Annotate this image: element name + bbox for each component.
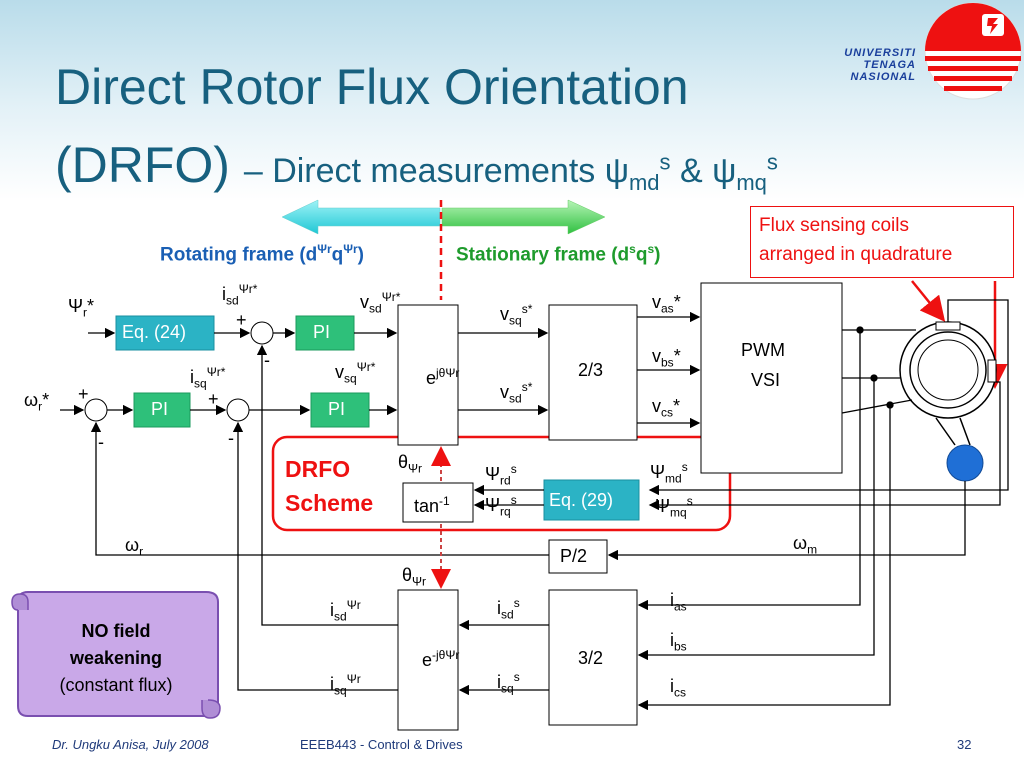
drfo-scheme-box — [271, 435, 732, 532]
ibs-label: ibs — [670, 630, 687, 654]
sum-torque — [226, 398, 250, 422]
psi-md-label: Ψmds — [650, 460, 688, 486]
theta-upper-label: θΨr — [398, 452, 423, 476]
isq-ref-label: isqΨr* — [190, 365, 226, 391]
pi-speed-block — [133, 392, 191, 428]
flux-pointer-arrow-1 — [911, 280, 946, 322]
motor-rotor — [917, 339, 979, 401]
vsd-rot-label: vsdΨr* — [360, 290, 401, 316]
pi-speed-label: PI — [151, 399, 169, 419]
footer-page: 32 — [957, 737, 972, 752]
isq-stat-label: isqs — [497, 670, 520, 696]
psi-rd-label: Ψrds — [485, 462, 517, 488]
rotating-frame-label: Rotating frame (dΨrqΨr) — [160, 242, 364, 266]
stationary-frame-arrow — [441, 199, 606, 235]
omega-r-star-label: ωr* — [24, 390, 50, 414]
enjtheta-label: e-jθΨr — [422, 648, 460, 670]
stationary-frame-label: Stationary frame (dsqs) — [456, 242, 661, 266]
vsq-stat-label: vsqs* — [500, 302, 533, 328]
two-three-block — [548, 304, 638, 441]
subtitle-detail: – Direct measurements ψmds & ψmqs — [243, 149, 778, 195]
no-field-weakening-note: NO field weakening (constant flux) — [59, 621, 173, 695]
footer-course: EEEB443 - Control & Drives — [300, 737, 463, 752]
sum-speed-plus: + — [78, 384, 89, 404]
three-two-block — [548, 589, 638, 726]
omega-r-label: ωr — [125, 535, 144, 559]
three-two-label: 3/2 — [578, 648, 604, 668]
flux-coil-2 — [987, 359, 997, 383]
psi-mq-label: Ψmqs — [655, 494, 693, 520]
flux-coil-1 — [935, 321, 961, 331]
psi-rq-label: Ψrqs — [485, 493, 517, 519]
sum-torque-minus: - — [228, 428, 234, 448]
vbs-label: vbs* — [652, 346, 681, 370]
ics-label: ics — [670, 676, 686, 700]
ejtheta-label: ejθΨr — [426, 366, 460, 388]
rotating-frame-arrow — [281, 199, 441, 235]
speed-encoder — [946, 444, 984, 482]
pwm-vsi-block — [700, 282, 843, 474]
pi-flux-label: PI — [313, 322, 331, 342]
subtitle-main: (DRFO) — [55, 137, 244, 193]
sum-flux-minus: - — [264, 350, 270, 370]
eq24-label: Eq. (24) — [122, 322, 187, 342]
scroll-shape — [11, 591, 221, 719]
ias-label: ias — [670, 590, 687, 614]
pi-torque-block — [310, 392, 370, 428]
psi-r-star-label: Ψr* — [68, 296, 95, 320]
page-title: Direct Rotor Flux Orientation — [55, 59, 689, 115]
university-logo — [924, 2, 1022, 100]
theta-lower-label: θΨr — [402, 565, 427, 589]
eq24-block — [115, 315, 215, 351]
tan-block — [402, 482, 474, 523]
enjtheta-block — [397, 589, 459, 731]
isq-rot-label: isqΨr — [330, 672, 361, 698]
pwm-label: PWM — [741, 340, 785, 360]
two-three-label: 2/3 — [578, 360, 604, 380]
sum-torque-plus: + — [208, 389, 219, 409]
vsi-label: VSI — [751, 370, 781, 390]
sum-flux — [250, 321, 274, 345]
vsq-rot-label: vsqΨr* — [335, 360, 376, 386]
sum-flux-plus: + — [236, 310, 247, 330]
vas-label: vas* — [652, 292, 681, 316]
isd-rot-label: isdΨr — [330, 598, 361, 624]
vsd-stat-label: vsds* — [500, 380, 533, 406]
vcs-label: vcs* — [652, 396, 681, 420]
p2-label: P/2 — [560, 546, 588, 566]
sum-speed-minus: - — [98, 432, 104, 452]
omega-m-label: ωm — [793, 533, 818, 557]
page-subtitle: (DRFO) – Direct measurements ψmds & ψmqs — [55, 140, 778, 194]
footer-author: Dr. Ungku Anisa, July 2008 — [52, 737, 209, 752]
eq29-label: Eq. (29) — [549, 490, 614, 510]
isd-ref-label: isdΨr* — [222, 282, 258, 308]
p2-block — [548, 539, 608, 574]
pi-flux-block — [295, 315, 355, 351]
pi-torque-label: PI — [328, 399, 346, 419]
ejtheta-block — [397, 304, 459, 446]
isd-stat-label: isds — [497, 596, 520, 622]
eq29-block — [543, 479, 640, 521]
tan-label: tan-1 — [414, 494, 450, 516]
